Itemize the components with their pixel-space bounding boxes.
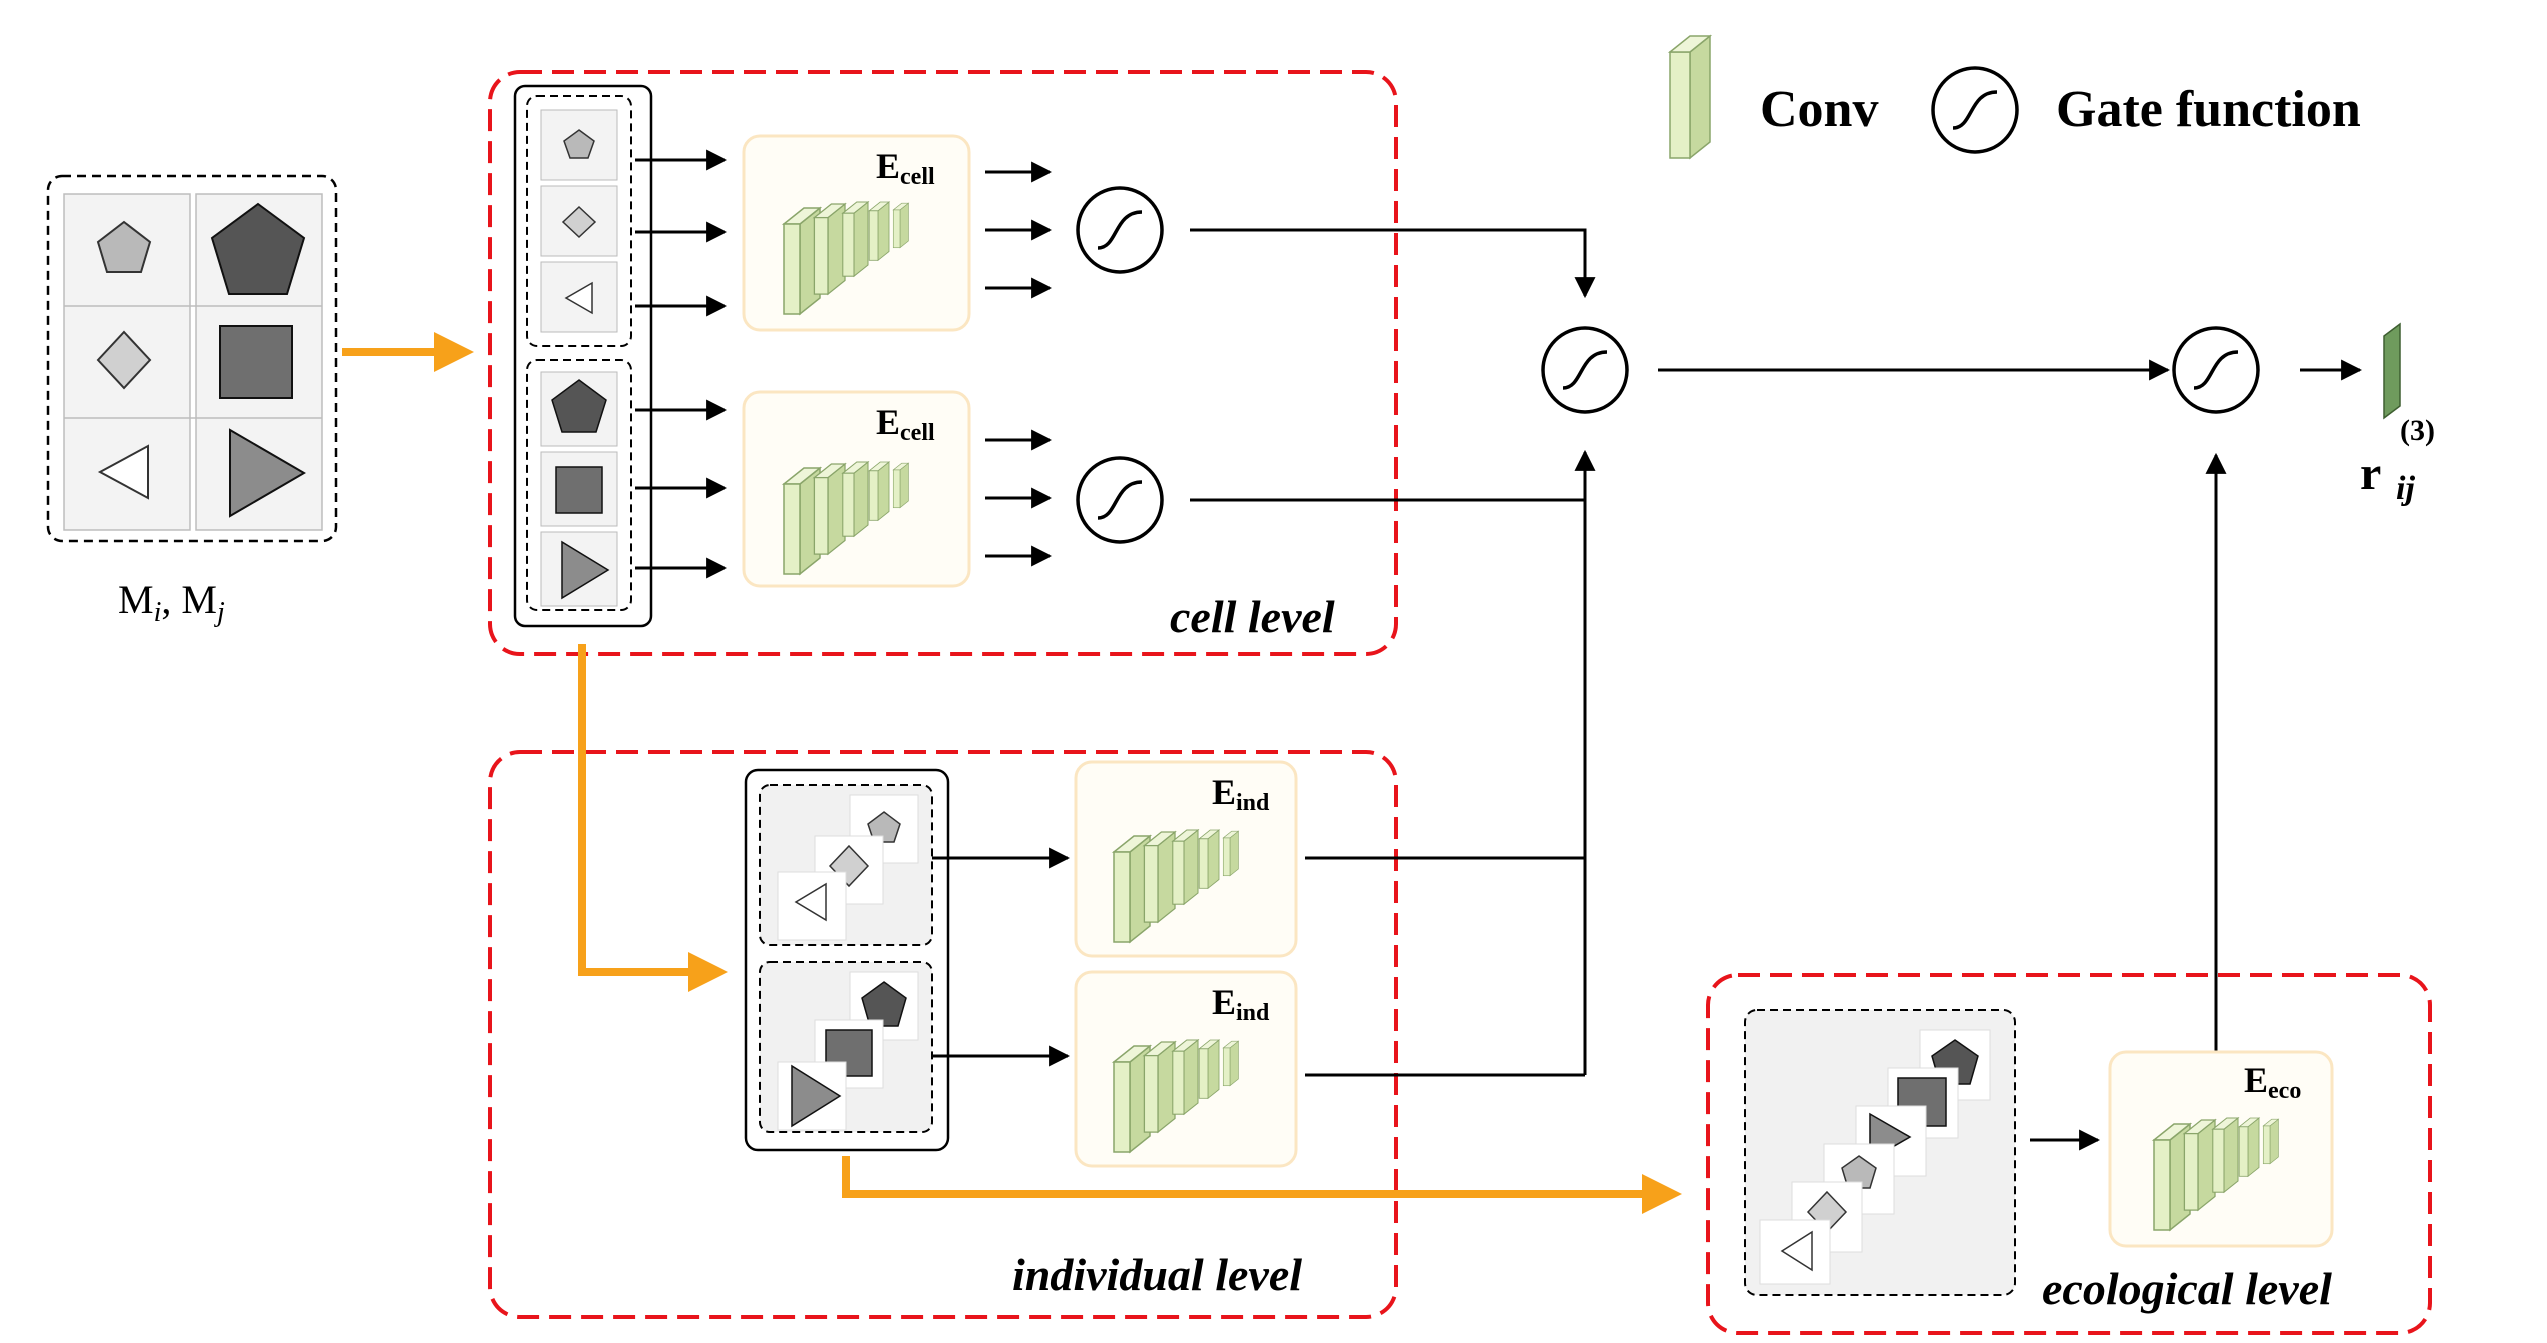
pentagon-dark-icon [210, 202, 306, 295]
cell-encoder-top-label: Ecell [876, 146, 935, 190]
triangle-dark-icon [229, 428, 306, 518]
individual-level-label: individual level [1012, 1249, 1303, 1300]
ecological-level-box [1706, 973, 2432, 1335]
legend-gate-icon [1931, 66, 2019, 154]
triangle-outline-icon [97, 444, 149, 500]
individual-encoder-top [1074, 760, 1298, 958]
square-dark-icon [219, 325, 293, 399]
legend-conv-label: Conv [1760, 81, 1879, 138]
input-grid [46, 174, 338, 543]
cell-gate-bottom [1076, 456, 1164, 544]
diamond-light-icon [96, 330, 152, 390]
center-gate [1541, 326, 1629, 414]
legend-gate-label: Gate function [2056, 81, 2361, 138]
cell-encoder-bottom [742, 390, 971, 588]
cell-encoder-bottom-label: Ecell [876, 402, 935, 446]
individual-level-box [488, 750, 1398, 1319]
legend-conv-icon [1667, 34, 1713, 160]
ecological-level-label: ecological level [2042, 1263, 2332, 1314]
cell-gate-top [1076, 186, 1164, 274]
final-gate [2172, 326, 2260, 414]
flow-arrow-individual-to-ecological [842, 1156, 1682, 1214]
cell-level-box [488, 70, 1398, 656]
cell-encoder-top [742, 134, 971, 332]
ecological-encoder-label: Eeco [2244, 1060, 2302, 1104]
individual-encoder-top-label: Eind [1212, 772, 1270, 816]
individual-encoder-bottom-label: Eind [1212, 982, 1270, 1026]
individual-input-column [744, 768, 950, 1152]
individual-encoder-bottom [1074, 970, 1298, 1168]
cell-level-label: cell level [1170, 591, 1335, 642]
ecological-input-stack [1744, 1009, 2016, 1296]
output-label: r(3)ij [2360, 414, 2435, 507]
output-conv-icon [2383, 322, 2401, 420]
flow-arrow-cell-to-individual [578, 644, 728, 992]
ecological-encoder [2108, 1050, 2334, 1248]
cell-input-column [513, 84, 653, 628]
input-label: Mi, Mj [118, 577, 225, 628]
pentagon-light-icon [96, 220, 152, 273]
